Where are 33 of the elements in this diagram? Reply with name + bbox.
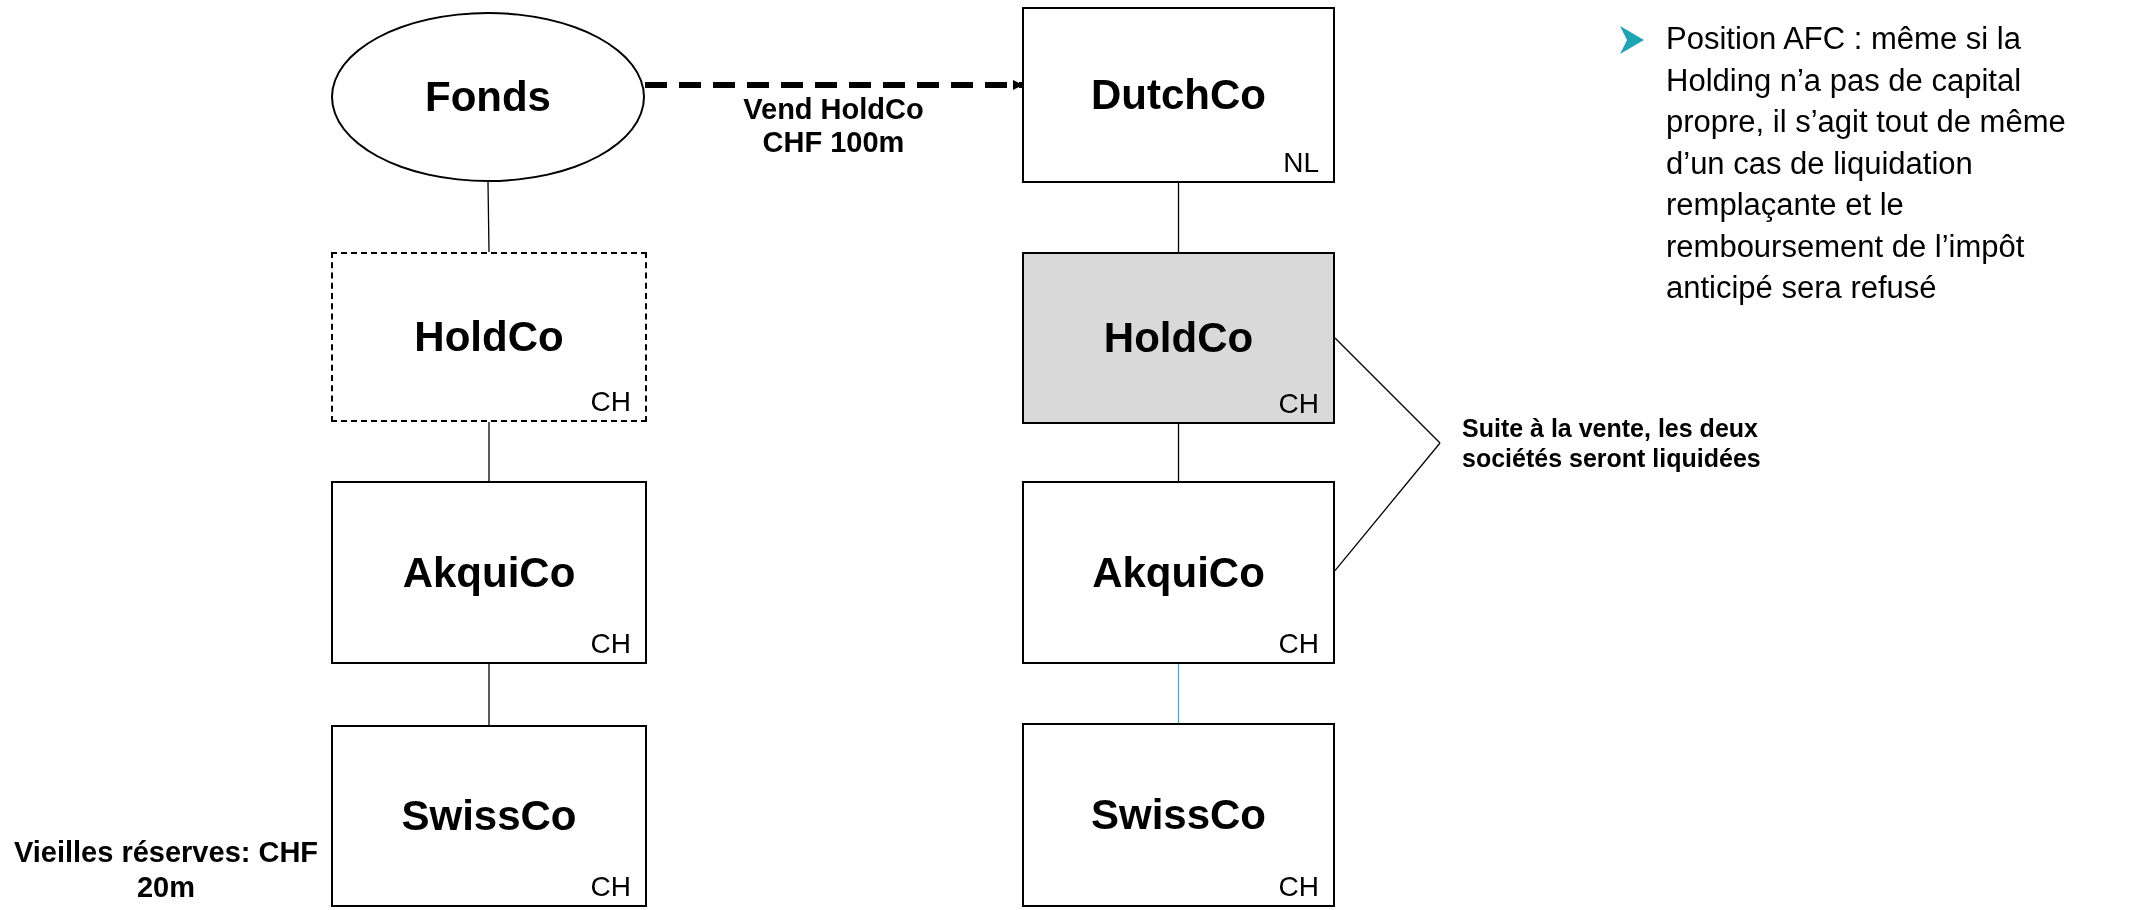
connector-line <box>1177 663 1180 724</box>
dashed-arrow <box>645 80 1023 90</box>
entity-box <box>331 481 647 664</box>
note-paragraph: Position AFC : même si la Holding n’a pas de capital propre, il s’agit tout de même d’un cas de liquidation remplaçante et le remboursement de l’impôt anticipé sera refusé <box>1666 20 2067 308</box>
connector-line <box>1334 442 1441 572</box>
country-code: CH <box>1278 388 1319 420</box>
entity-box <box>1022 723 1335 907</box>
entity-box-dashed <box>331 252 647 422</box>
entity-name: Fonds <box>425 73 551 121</box>
entity-name: AkquiCo <box>1092 548 1265 597</box>
entity-name: SwissCo <box>401 792 577 840</box>
reserves-note: Vieilles réserves: CHF 20m <box>12 835 320 905</box>
country-code: CH <box>590 386 631 418</box>
country-code: CH <box>1278 871 1319 903</box>
connector-line <box>487 181 490 253</box>
entity-name: HoldCo <box>1103 314 1254 362</box>
connector-line <box>1177 182 1180 253</box>
country-code: NL <box>1283 147 1319 179</box>
entity-name: DutchCo <box>1091 71 1266 119</box>
note-text: Suite à la vente, les deux sociétés seront liquidées <box>1462 413 1762 473</box>
entity-name: SwissCo <box>1090 791 1267 839</box>
connector-line <box>488 421 490 482</box>
entity-name: HoldCo <box>414 313 564 361</box>
entity-box <box>1022 7 1335 183</box>
country-code: CH <box>590 628 631 660</box>
connector-line <box>1334 337 1441 444</box>
country-code: CH <box>590 871 631 903</box>
entity-box-shaded <box>1022 252 1335 424</box>
country-code: CH <box>1278 628 1319 660</box>
connector-line <box>488 663 490 726</box>
entity-name: AkquiCo <box>402 548 576 597</box>
connector-line <box>1177 423 1180 482</box>
entity-box <box>1022 481 1335 664</box>
